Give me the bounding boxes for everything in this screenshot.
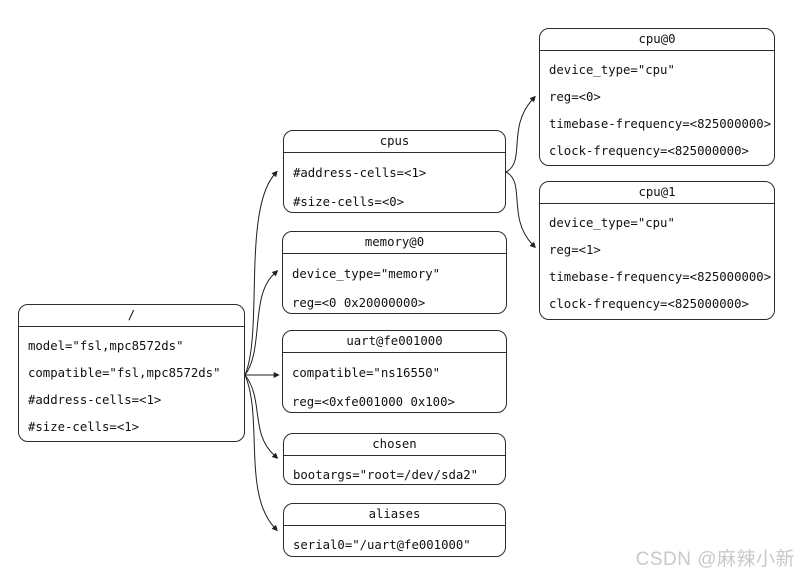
node-cpu0-title: cpu@0 [540,29,774,51]
node-memory-props: device_type="memory" reg=<0 0x20000000> [283,254,506,313]
property-reg: reg=<0xfe001000 0x100> [292,395,455,409]
edge-root-to-aliases [244,374,278,532]
property-model: model="fsl,mpc8572ds" [28,339,184,353]
node-cpus-title: cpus [284,131,505,153]
property-compatible: compatible="fsl,mpc8572ds" [28,366,221,380]
property-device-type: device_type="memory" [292,267,441,281]
property-address-cells: #address-cells=<1> [28,393,162,407]
property-address-cells: #address-cells=<1> [293,166,427,180]
property-timebase-frequency: timebase-frequency=<825000000> [549,117,772,131]
watermark: CSDN @麻辣小新 [635,549,795,570]
edge-root-to-cpus [244,170,278,376]
node-chosen-props: bootargs="root=/dev/sda2" [284,456,505,484]
property-timebase-frequency: timebase-frequency=<825000000> [549,270,772,284]
node-cpu0: cpu@0 device_type="cpu" reg=<0> timebase… [539,28,775,166]
node-root-props: model="fsl,mpc8572ds" compatible="fsl,mp… [19,327,244,441]
node-aliases-props: serial0="/uart@fe001000" [284,526,505,556]
property-clock-frequency: clock-frequency=<825000000> [549,297,749,311]
node-cpu1: cpu@1 device_type="cpu" reg=<1> timebase… [539,181,775,320]
property-reg: reg=<1> [549,243,601,257]
node-chosen-title: chosen [284,434,505,456]
node-cpus: cpus #address-cells=<1> #size-cells=<0> [283,130,506,213]
node-uart-title: uart@fe001000 [283,331,506,353]
node-uart: uart@fe001000 compatible="ns16550" reg=<… [282,330,507,413]
node-cpu1-props: device_type="cpu" reg=<1> timebase-frequ… [540,204,774,318]
property-device-type: device_type="cpu" [549,216,675,230]
node-aliases: aliases serial0="/uart@fe001000" [283,503,506,557]
node-memory-title: memory@0 [283,232,506,254]
node-uart-props: compatible="ns16550" reg=<0xfe001000 0x1… [283,353,506,412]
edge-cpus-to-cpu1 [505,171,536,249]
property-device-type: device_type="cpu" [549,63,675,77]
node-root-title: / [19,305,244,327]
node-root: / model="fsl,mpc8572ds" compatible="fsl,… [18,304,245,442]
property-bootargs: bootargs="root=/dev/sda2" [293,468,479,482]
property-size-cells: #size-cells=<0> [293,195,405,209]
property-reg: reg=<0 0x20000000> [292,296,426,310]
node-cpu1-title: cpu@1 [540,182,774,204]
node-aliases-title: aliases [284,504,505,526]
edge-root-to-memory [244,270,279,376]
property-compatible: compatible="ns16550" [292,366,441,380]
node-cpu0-props: device_type="cpu" reg=<0> timebase-frequ… [540,51,774,165]
edge-cpus-to-cpu0 [505,95,536,173]
node-cpus-props: #address-cells=<1> #size-cells=<0> [284,153,505,212]
node-chosen: chosen bootargs="root=/dev/sda2" [283,433,506,485]
edge-root-to-chosen [244,374,279,459]
node-memory: memory@0 device_type="memory" reg=<0 0x2… [282,231,507,314]
property-clock-frequency: clock-frequency=<825000000> [549,144,749,158]
property-serial0: serial0="/uart@fe001000" [293,538,471,552]
property-size-cells: #size-cells=<1> [28,420,140,434]
property-reg: reg=<0> [549,90,601,104]
